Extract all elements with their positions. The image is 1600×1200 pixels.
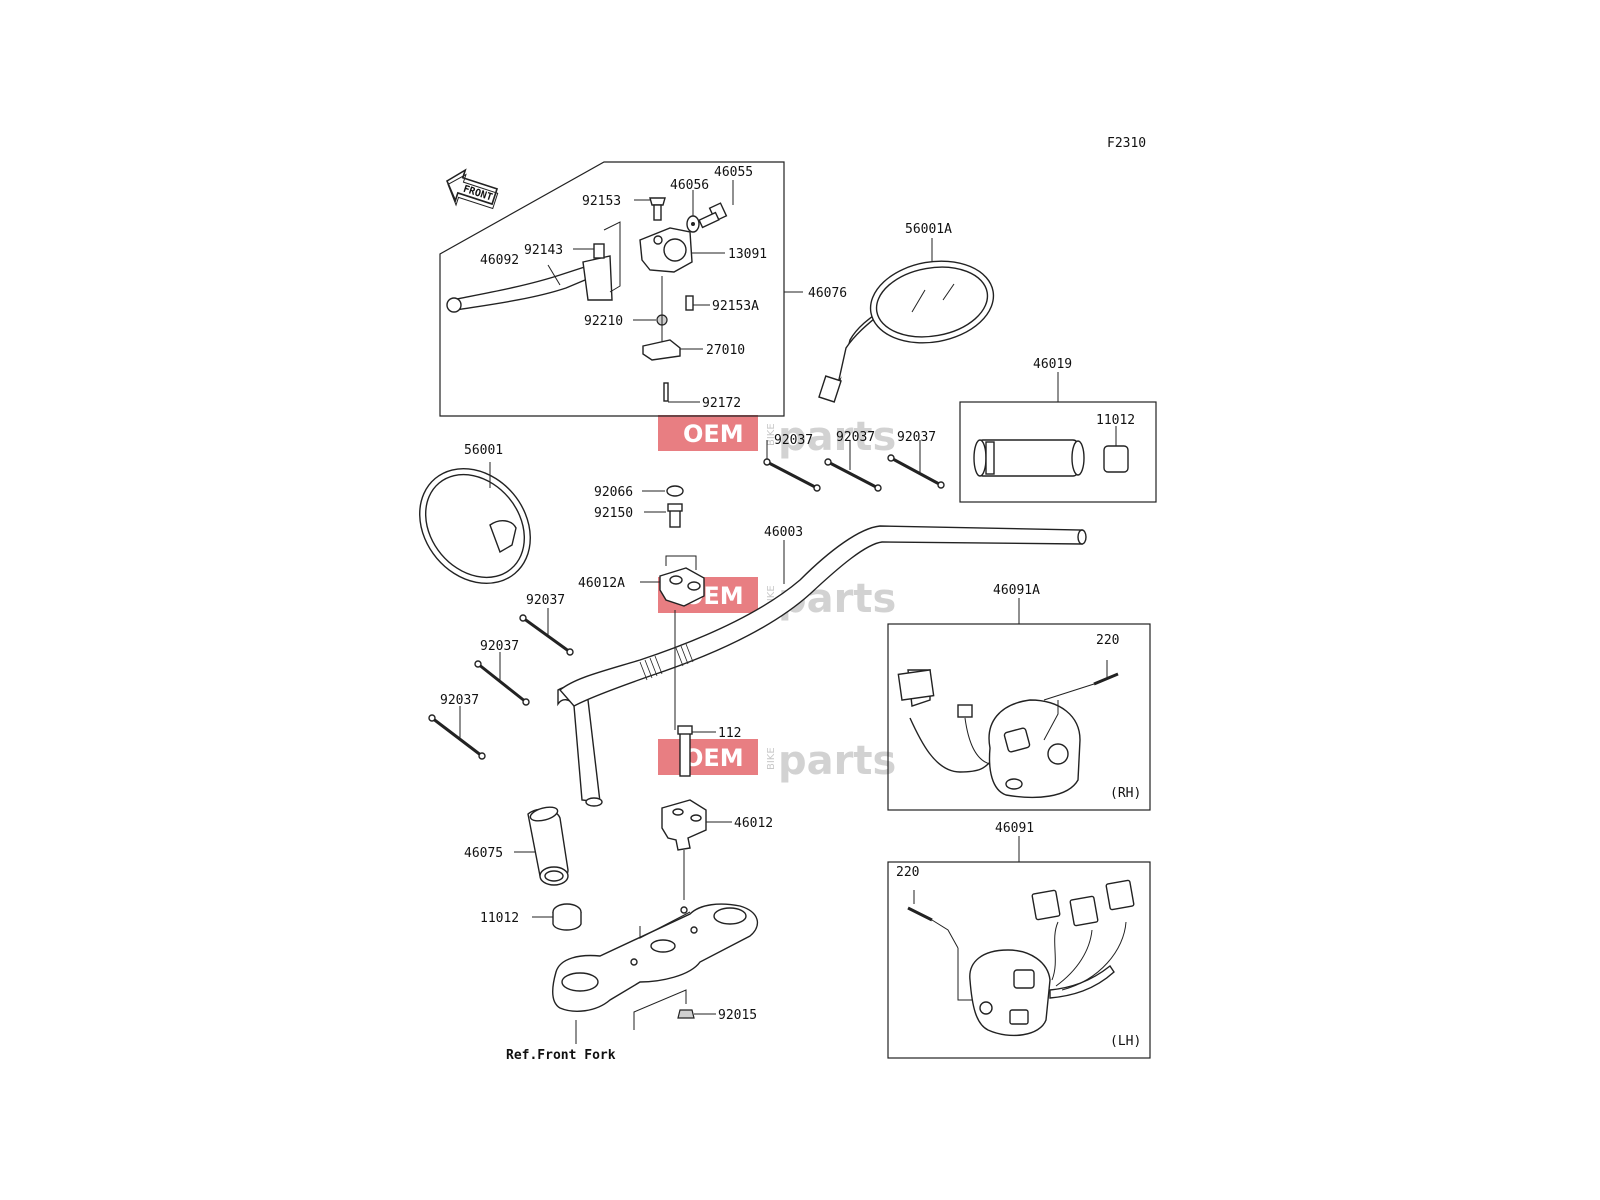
part-number-label: 92066 bbox=[594, 485, 633, 500]
watermark-parts: parts bbox=[778, 414, 896, 460]
part-number-label: 46012 bbox=[734, 816, 773, 831]
part-number-label: 112 bbox=[718, 726, 741, 741]
part-number-label: 92210 bbox=[584, 314, 623, 329]
switch-housing-lh-46091: 46091 (LH) 220 bbox=[887, 821, 1151, 1059]
part-number-label: 92037 bbox=[774, 433, 813, 448]
watermark-bike: BIKE bbox=[766, 423, 777, 446]
part-number-label: 92037 bbox=[526, 593, 565, 608]
grip-assembly-46019: 46019 11012 bbox=[959, 357, 1157, 503]
part-number-label: 92037 bbox=[440, 693, 479, 708]
part-number-label: 13091 bbox=[728, 247, 767, 262]
triple-clamp: Ref.Front Fork 92015 bbox=[506, 903, 759, 1063]
lever-assembly-46076: 46076 46092 92143 92153 46056 46055 bbox=[439, 161, 847, 417]
part-number-label: 46019 bbox=[1033, 357, 1072, 372]
part-number-label: 56001A bbox=[905, 222, 952, 237]
part-number-label: 46003 bbox=[764, 525, 803, 540]
cable-bands-top: 92037 92037 92037 bbox=[763, 430, 945, 492]
part-number-label: 46091A bbox=[993, 583, 1040, 598]
part-number-label: 92153A bbox=[712, 299, 759, 314]
part-number-label: 46012A bbox=[578, 576, 625, 591]
label-46076: 46076 bbox=[808, 286, 847, 301]
part-number-label: 92037 bbox=[836, 430, 875, 445]
part-number-label: 46055 bbox=[714, 165, 753, 180]
part-number-label: 92037 bbox=[897, 430, 936, 445]
part-number-label: 11012 bbox=[480, 911, 519, 926]
part-number-label: 46092 bbox=[480, 253, 519, 268]
part-number-label: 46056 bbox=[670, 178, 709, 193]
mirror-right-56001A: 56001A bbox=[818, 222, 995, 403]
label-text: parts bbox=[778, 738, 896, 784]
part-number-label: 92037 bbox=[480, 639, 519, 654]
handlebar-clamp-upper: 92066 92150 46012A bbox=[578, 485, 705, 730]
part-number-label: 92153 bbox=[582, 194, 621, 209]
part-number-label: 92143 bbox=[524, 243, 563, 258]
watermark-1: OEM BIKE parts bbox=[658, 414, 896, 460]
part-number-label: 11012 bbox=[1096, 413, 1135, 428]
diagram-code: F2310 bbox=[1107, 136, 1146, 151]
front-fork-reference: Ref.Front Fork bbox=[506, 1048, 616, 1063]
lower-clamp-parts: 112 46012 bbox=[661, 725, 773, 900]
front-arrow-icon: FRONT bbox=[445, 168, 499, 210]
watermark-oem: OEM bbox=[683, 420, 744, 448]
part-number-label: 92150 bbox=[594, 506, 633, 521]
label-text: OEM bbox=[683, 744, 744, 772]
handlebar-46003: 46003 bbox=[557, 525, 1087, 807]
part-number-label: 220 bbox=[896, 865, 919, 880]
cable-bands-left: 92037 92037 92037 bbox=[428, 593, 574, 760]
part-number-label: 27010 bbox=[706, 343, 745, 358]
label-text: (RH) bbox=[1110, 786, 1141, 801]
part-number-label: 220 bbox=[1096, 633, 1119, 648]
part-number-label: 92172 bbox=[702, 396, 741, 411]
switch-housing-rh-46091A: 46091A (RH) 220 bbox=[887, 583, 1151, 811]
label-text: (LH) bbox=[1110, 1034, 1141, 1049]
mirror-left-56001: 56001 bbox=[419, 443, 531, 585]
part-number-label: 56001 bbox=[464, 443, 503, 458]
watermark-3: OEM BIKE parts bbox=[658, 738, 896, 784]
part-number-label: 46075 bbox=[464, 846, 503, 861]
part-number-label: 46091 bbox=[995, 821, 1034, 836]
label-text: BIKE bbox=[766, 585, 777, 608]
label-text: BIKE bbox=[766, 747, 777, 770]
part-number-label: 92015 bbox=[718, 1008, 757, 1023]
grip-left-46075: 46075 11012 bbox=[464, 806, 582, 931]
